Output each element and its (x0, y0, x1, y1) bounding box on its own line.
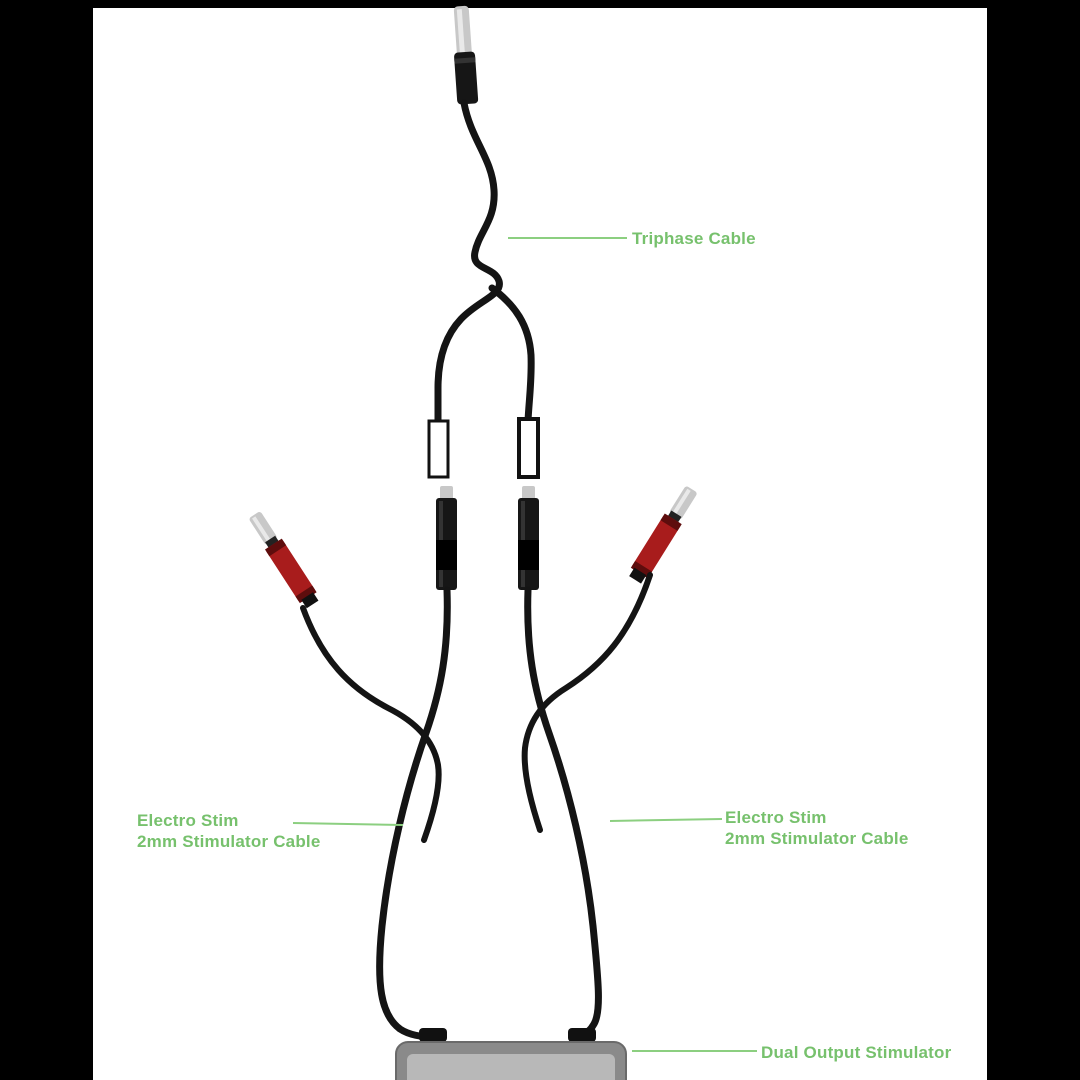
connector-grip (518, 540, 539, 570)
stim-connector-right (518, 486, 539, 590)
red-lead-cable-left (300, 605, 442, 843)
connector-neck (667, 510, 682, 524)
device-inner-panel (407, 1054, 615, 1080)
connector-tip (440, 486, 453, 500)
device-jack-left (419, 1028, 447, 1042)
label-triphase-cable: Triphase Cable (632, 229, 756, 248)
triphase-top-connector (453, 5, 479, 105)
stim-cable-right (524, 586, 602, 1039)
connector-neck (265, 535, 280, 549)
connector-tip-highlight (456, 9, 465, 54)
label-left-stim-cable: Electro Stim 2mm Stimulator Cable (137, 810, 321, 853)
leader-line-right-cable (609, 818, 723, 822)
label-right-stim-cable: Electro Stim 2mm Stimulator Cable (725, 807, 909, 850)
label-left-stim-cable-line1: Electro Stim (137, 811, 239, 830)
leader-line-left-cable (292, 822, 404, 826)
connector-base (301, 592, 319, 609)
label-dual-output-stimulator: Dual Output Stimulator (761, 1043, 952, 1062)
connector-tip (522, 486, 535, 500)
connector-base (629, 567, 647, 584)
female-connector-left (427, 419, 450, 479)
female-connector-right (517, 417, 540, 479)
label-left-stim-cable-line2: 2mm Stimulator Cable (137, 832, 321, 852)
connector-sleeve (454, 51, 479, 105)
image-canvas (93, 8, 987, 1080)
stim-connector-left (436, 486, 457, 590)
red-lead-cable-right (521, 572, 653, 833)
triphase-cable-left-branch (434, 99, 503, 425)
device-jack-right (568, 1028, 596, 1042)
connector-tip-highlight (252, 516, 271, 543)
label-right-stim-cable-line2: 2mm Stimulator Cable (725, 829, 909, 849)
connector-band (660, 513, 682, 531)
red-connector-right (629, 486, 697, 584)
connector-sleeve-band (454, 57, 476, 64)
connector-red-sleeve (631, 514, 681, 578)
connector-grip (436, 540, 457, 570)
stim-cable-left (376, 586, 451, 1041)
connector-red-sleeve (266, 539, 316, 603)
connector-band (295, 585, 317, 604)
triphase-cable-right-branch (488, 284, 535, 425)
connector-tip-highlight (672, 488, 691, 515)
connector-band (264, 538, 287, 557)
red-connector-left (249, 512, 319, 609)
label-right-stim-cable-line1: Electro Stim (725, 808, 827, 827)
connector-band (630, 560, 653, 579)
